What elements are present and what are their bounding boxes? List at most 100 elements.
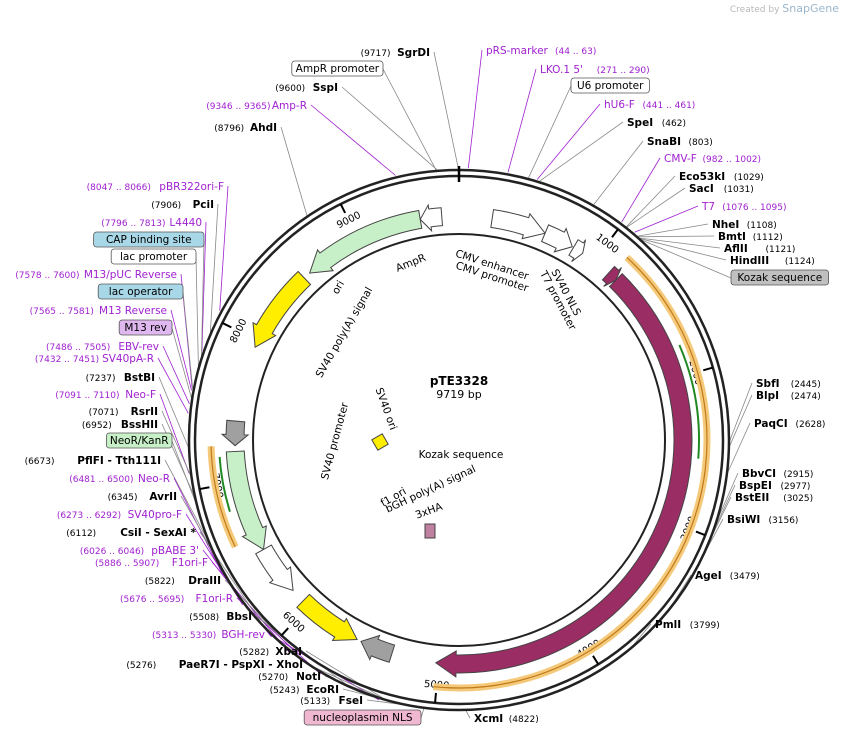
label-paqci[interactable]: PaqCI(2628) [754, 418, 825, 430]
sv40-ori-marker[interactable] [371, 433, 389, 451]
label-hindiii[interactable]: HindIII(1124) [730, 255, 815, 267]
label-neo-r[interactable]: Neo-R(6481 .. 6500) [69, 473, 170, 485]
label-nhei[interactable]: NheI(1108) [712, 219, 777, 231]
label-sv40pro-f-position: (6273 .. 6292) [57, 511, 121, 521]
label-saci[interactable]: SacI(1031) [689, 183, 754, 195]
label-m13-reverse-leader [170, 309, 192, 391]
label-avrii[interactable]: AvrII(6345) [108, 491, 177, 503]
feature-cmv-enhancer[interactable] [490, 209, 546, 240]
label-neor-kanr-text: NeoR/KanR [110, 435, 169, 447]
label-sbfi[interactable]: SbfI(2445) [756, 378, 821, 390]
label-rsrii[interactable]: RsrII(7071) [89, 406, 158, 418]
ascpf1-highlight-line [433, 256, 708, 689]
label-ebv-rev[interactable]: EBV-rev(7486 .. 7505) [46, 341, 159, 353]
feature-f1-ori[interactable] [296, 593, 358, 641]
label-f1ori-r[interactable]: F1ori-R(5676 .. 5695) [120, 593, 233, 605]
label-paer7i-pspxi-xhoi[interactable]: PaeR7I - PspXI - XhoI(5276) [126, 659, 303, 671]
label-agei[interactable]: AgeI(3479) [695, 570, 760, 582]
label-xcmi[interactable]: XcmI(4822) [474, 713, 539, 725]
label-bbvci[interactable]: BbvCI(2915) [742, 468, 813, 480]
label-sv40pro-f[interactable]: SV40pro-F(6273 .. 6292) [57, 509, 182, 521]
feature-neor-kanr[interactable] [225, 450, 267, 551]
tick-mark-3000 [695, 530, 706, 537]
label-kozak-sequence[interactable]: Kozak sequence [730, 269, 829, 286]
label-pmli-position: (3799) [690, 621, 720, 631]
label-sgrdi[interactable]: SgrDI(9717) [361, 47, 430, 59]
label-ampr-promoter-leader [382, 68, 437, 172]
label-blpi[interactable]: BlpI(2474) [756, 390, 821, 402]
label-neo-f[interactable]: Neo-F(7091 .. 7110) [55, 389, 156, 401]
feature-bgh-poly-a-signal[interactable] [360, 634, 396, 663]
label-ahdi[interactable]: AhdI(8796) [214, 122, 277, 134]
feature-ori[interactable] [252, 270, 312, 349]
feature-sv40-poly-a-signal[interactable] [220, 419, 250, 447]
label-eco53ki[interactable]: Eco53kI(1029) [679, 171, 764, 183]
label-nucleoplasmin-nls[interactable]: nucleoplasmin NLS [303, 709, 422, 726]
label-pflfi-tth111i[interactable]: PflFI - Tth111I(6673) [25, 455, 161, 467]
label-ampr-promoter[interactable]: AmpR promoter [291, 60, 384, 77]
label-prs-marker[interactable]: pRS-marker(44 .. 63) [486, 45, 596, 57]
label-bsshii[interactable]: BssHII(6952) [82, 419, 158, 431]
label-lac-operator[interactable]: lac operator [97, 283, 184, 300]
label-spei[interactable]: SpeI(462) [627, 117, 686, 129]
feature-sv40-promoter[interactable] [254, 544, 294, 592]
feature-sv40-nls[interactable] [601, 265, 622, 287]
label-ecori[interactable]: EcoRI(5243) [270, 684, 339, 696]
label-csii-sexai[interactable]: CsiI - SexAI *(6112) [66, 527, 196, 539]
label-u6-promoter[interactable]: U6 promoter [570, 77, 650, 94]
label-pbabe-3[interactable]: pBABE 3'(6026 .. 6046) [80, 545, 199, 557]
tick-mark-5000 [434, 692, 437, 704]
label-bstbi[interactable]: BstBI(7237) [86, 372, 155, 384]
label-bsteii[interactable]: BstEII(3025) [735, 492, 813, 504]
label-fsei[interactable]: FseI(5133) [300, 695, 363, 707]
label-bspei-position: (2977) [781, 482, 811, 492]
label-csii-sexai-position: (6112) [66, 529, 96, 539]
label-m13-rev[interactable]: M13 rev [118, 319, 173, 336]
label-snabi[interactable]: SnaBI(803) [647, 136, 713, 148]
label-f1ori-f[interactable]: F1ori-F(5886 .. 5907) [95, 557, 208, 569]
label-l4440-name: L4440 [169, 217, 202, 229]
label-bspei[interactable]: BspEI(2977) [739, 480, 810, 492]
label-aflii[interactable]: AflII(1121) [724, 243, 795, 255]
label-bmti[interactable]: BmtI(1112) [718, 231, 783, 243]
label-hu6-f[interactable]: hU6-F(441 .. 461) [604, 99, 695, 111]
label-m13-reverse-position: (7565 .. 7581) [30, 307, 94, 317]
3xha-marker[interactable] [424, 523, 436, 539]
label-xbai[interactable]: XbaI(5282) [239, 646, 302, 658]
label-draiii[interactable]: DraIII(5822) [145, 575, 221, 587]
label-nucleoplasmin-nls-text: nucleoplasmin NLS [313, 712, 413, 724]
label-neor-kanr[interactable]: NeoR/KanR [106, 432, 173, 449]
label-bsiwi-name: BsiWI [727, 514, 760, 526]
label-noti[interactable]: NotI(5270) [258, 671, 321, 683]
feature-ampr[interactable] [308, 209, 423, 274]
label-xbai-leader [305, 650, 387, 701]
feature-t7-promoter[interactable] [568, 239, 587, 262]
label-pbr322ori-f[interactable]: pBR322ori-F(8047 .. 8066) [87, 181, 224, 193]
label-cmv-f[interactable]: CMV-F(982 .. 1002) [664, 153, 761, 165]
label-sspi[interactable]: SspI(9600) [275, 82, 338, 94]
label-m13-reverse[interactable]: M13 Reverse(7565 .. 7581) [30, 305, 167, 317]
label-lko-1-5[interactable]: LKO.1 5'(271 .. 290) [540, 64, 650, 76]
label-l4440[interactable]: L4440(7796 .. 7813) [101, 217, 202, 229]
label-pcii[interactable]: PciI(7906) [151, 199, 214, 211]
label-bsiwi[interactable]: BsiWI(3156) [727, 514, 798, 526]
feature-ascpf1[interactable] [434, 272, 693, 678]
label-fsei-position: (5133) [300, 697, 330, 707]
label-lac-promoter[interactable]: lac promoter [110, 248, 197, 265]
label-bbsi[interactable]: BbsI(5508) [189, 611, 252, 623]
feature-ampr-promoter[interactable] [419, 203, 444, 233]
label-m13-puc-reverse[interactable]: M13/pUC Reverse(7578 .. 7600) [15, 269, 177, 281]
label-neo-r-position: (6481 .. 6500) [69, 475, 133, 485]
feature-cmv-promoter[interactable] [540, 224, 573, 253]
label-snabi-position: (803) [689, 138, 713, 148]
label-bgh-rev[interactable]: BGH-rev(5313 .. 5330) [152, 629, 265, 641]
neo-inner-green-arrow [218, 456, 231, 512]
label-t7-position: (1076 .. 1095) [722, 203, 786, 213]
label-sv40pa-r[interactable]: SV40pA-R(7432 .. 7451) [35, 353, 154, 365]
label-ampr-promoter-text: AmpR promoter [296, 63, 380, 75]
label-pmli[interactable]: PmlI(3799) [655, 619, 720, 631]
label-cap-binding-site[interactable]: CAP binding site [93, 231, 205, 248]
label-amp-r[interactable]: Amp-R(9346 .. 9365) [206, 100, 307, 112]
label-m13-rev-box [118, 319, 173, 336]
label-t7[interactable]: T7(1076 .. 1095) [701, 201, 786, 213]
